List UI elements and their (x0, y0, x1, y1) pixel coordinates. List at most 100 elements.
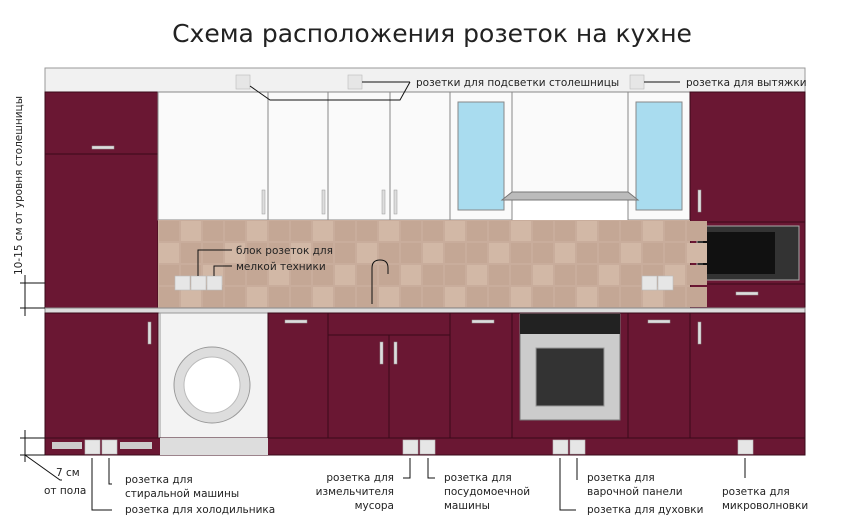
tile (291, 243, 311, 263)
tile (577, 265, 597, 285)
tile (401, 243, 421, 263)
tile (533, 243, 553, 263)
tile (687, 221, 707, 241)
tile (467, 287, 487, 307)
tile (159, 287, 179, 307)
tile (379, 221, 399, 241)
tile (247, 243, 267, 263)
socket-icon (402, 439, 419, 455)
svg-text:мелкой техники: мелкой техники (236, 261, 326, 273)
tile (159, 243, 179, 263)
tile (555, 221, 575, 241)
socket-icon (101, 439, 118, 455)
tile (423, 243, 443, 263)
lower-cabinets (44, 312, 806, 439)
tile (313, 221, 333, 241)
label-fridge: розетка для холодильника (125, 504, 275, 516)
label-microwave: розетка для (722, 486, 790, 498)
tile (335, 221, 355, 241)
tile (159, 265, 179, 285)
tile (577, 287, 597, 307)
tile (489, 287, 509, 307)
faucet (371, 259, 389, 304)
sockets (84, 74, 754, 455)
tile (225, 243, 245, 263)
tile (621, 265, 641, 285)
tile (665, 221, 685, 241)
tile (511, 287, 531, 307)
tile (247, 221, 267, 241)
tile (489, 221, 509, 241)
tile (533, 265, 553, 285)
socket-icon (657, 275, 674, 291)
tile (599, 221, 619, 241)
socket-icon (737, 439, 754, 455)
svg-text:посудомоечной: посудомоечной (444, 486, 530, 498)
tile (159, 221, 179, 241)
socket-icon (347, 74, 363, 90)
tile (269, 221, 289, 241)
label-small-appliances: блок розеток для (236, 245, 333, 257)
svg-text:микроволновки: микроволновки (722, 500, 808, 512)
tile (423, 287, 443, 307)
socket-icon (629, 74, 645, 90)
tile (555, 243, 575, 263)
tile (423, 265, 443, 285)
tile (225, 221, 245, 241)
tile (489, 243, 509, 263)
socket-icon (190, 275, 207, 291)
tile (357, 265, 377, 285)
label-disposer: розетка для (326, 472, 394, 484)
svg-text:измельчителя: измельчителя (316, 486, 394, 498)
tile (445, 221, 465, 241)
tile (203, 243, 223, 263)
tile (621, 287, 641, 307)
tile (687, 243, 707, 263)
vent-grille (52, 442, 82, 449)
tile (181, 243, 201, 263)
upper-cabinets (157, 91, 691, 221)
socket-icon (84, 439, 101, 455)
socket-icon (206, 275, 223, 291)
tile (467, 265, 487, 285)
label-oven: розетка для духовки (587, 504, 703, 516)
tile (335, 287, 355, 307)
range-hood (500, 191, 640, 201)
vent-grille (120, 442, 152, 449)
right-tall-cabinet (689, 91, 806, 309)
socket-icon (641, 275, 658, 291)
tile (467, 221, 487, 241)
tile (357, 221, 377, 241)
svg-text:стиральной машины: стиральной машины (125, 488, 239, 500)
tile (269, 287, 289, 307)
label-floor: 7 см (56, 467, 80, 479)
tile (665, 243, 685, 263)
tile (577, 221, 597, 241)
tile (687, 265, 707, 285)
tile (291, 221, 311, 241)
svg-text:от пола: от пола (44, 485, 86, 497)
label-hood: розетка для вытяжки (686, 77, 807, 89)
tile (643, 287, 663, 307)
tile (621, 221, 641, 241)
tile (687, 287, 707, 307)
diagram-title: Схема расположения розеток на кухне (172, 19, 692, 48)
tile (533, 287, 553, 307)
socket-icon (552, 439, 569, 455)
leader-lines (20, 81, 746, 511)
tile (335, 243, 355, 263)
tile (181, 287, 201, 307)
tile (555, 265, 575, 285)
tile (423, 221, 443, 241)
tile (577, 243, 597, 263)
tile (401, 265, 421, 285)
tile (445, 265, 465, 285)
countertop (44, 307, 806, 314)
tile (511, 243, 531, 263)
tile (665, 287, 685, 307)
tile (225, 265, 245, 285)
tile (643, 221, 663, 241)
tile (599, 265, 619, 285)
tile (445, 287, 465, 307)
tile (203, 221, 223, 241)
